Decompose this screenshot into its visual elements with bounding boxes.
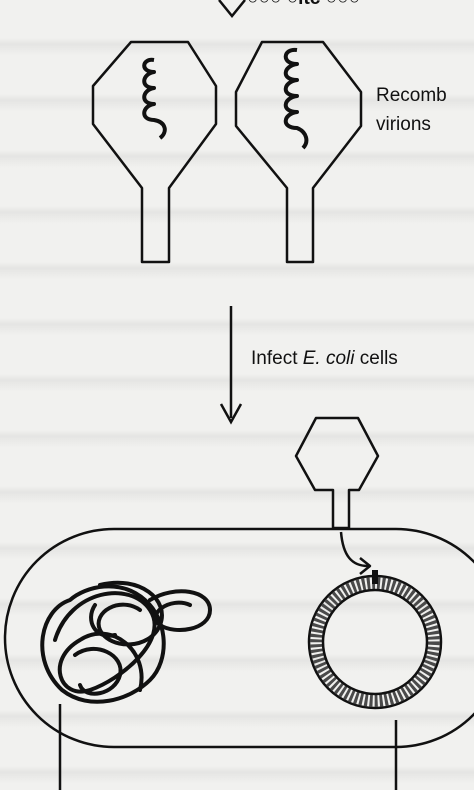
cell-outline — [3, 527, 474, 749]
bacterial-chromosome — [40, 580, 212, 704]
phage-virion-2 — [234, 40, 363, 264]
infect-organism: E. coli — [302, 348, 355, 369]
phage-virion-1 — [91, 40, 218, 264]
plasmid-ring — [307, 570, 443, 710]
injection-arrow — [339, 531, 369, 568]
infect-arrow — [219, 306, 243, 425]
infect-suffix: cells — [354, 348, 398, 369]
recombinant-label-line2: virions — [376, 114, 431, 135]
top-arrow — [218, 0, 246, 18]
phage-1-head — [91, 40, 218, 264]
phage-2-dna-coil — [283, 47, 309, 150]
attached-phage — [294, 416, 380, 575]
top-text-fragment: ○○○ ○ltc ○○○ — [247, 0, 360, 11]
phage-1-dna-coil — [142, 57, 167, 140]
infect-label: Infect E. coli cells — [251, 346, 398, 371]
recombinant-label-line1: Recomb — [376, 85, 447, 106]
attached-phage-head — [294, 416, 380, 530]
ecoli-cell — [3, 527, 474, 790]
infect-prefix: Infect — [251, 348, 303, 369]
phage-2-head — [234, 40, 363, 264]
